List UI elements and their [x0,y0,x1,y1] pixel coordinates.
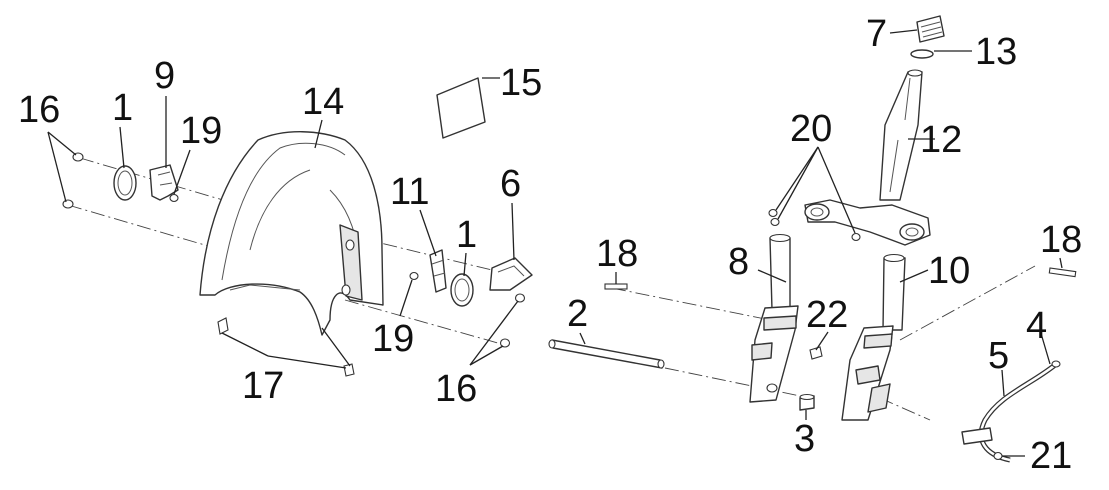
fork-leg-right-10 [841,253,906,421]
callout-22: 22 [806,294,848,336]
callout-5: 5 [988,335,1009,377]
callout-7: 7 [866,13,887,55]
callout-18-left: 18 [596,233,638,275]
bracket-9 [149,164,179,201]
front-fender-14 [199,131,384,336]
reflector-right [450,273,474,307]
fork-leg-left-8 [749,233,799,403]
callout-4: 4 [1026,305,1047,347]
callout-6: 6 [500,163,521,205]
washer-13 [910,49,934,59]
callout-16-right: 16 [435,368,477,410]
callout-1-right: 1 [456,214,477,256]
callout-19-left: 19 [180,110,222,152]
callout-2: 2 [567,293,588,335]
callout-21: 21 [1030,435,1072,477]
callout-20: 20 [790,108,832,150]
callout-17: 17 [242,365,284,407]
nut-19-right [409,271,419,281]
callout-3: 3 [794,418,815,460]
brake-hose-4-5 [961,360,1061,463]
nut-17 [343,363,355,377]
callout-13: 13 [975,31,1017,73]
callout-12: 12 [920,119,962,161]
pin-18-right [1048,267,1077,278]
callout-9: 9 [154,55,175,97]
bracket-6 [489,257,533,291]
clip-22 [809,346,823,360]
callout-8: 8 [728,241,749,283]
steering-stem-12 [879,69,923,201]
bolt-20 [768,208,861,242]
callout-18-right: 18 [1040,219,1082,261]
nut-19-left [169,193,179,203]
spacer-3 [799,393,815,411]
bolt-21 [993,451,1003,461]
pin-18-left [604,283,628,290]
triple-clamp [804,199,931,246]
screw-16-right [499,293,526,348]
callout-16-left: 16 [18,89,60,131]
front-axle-2 [548,339,665,369]
bracket-11 [429,249,447,293]
callout-labels: 16 1 9 19 14 15 11 6 1 19 16 17 2 18 8 2… [18,13,1082,477]
callout-11: 11 [390,171,429,213]
callout-14: 14 [302,81,344,123]
callout-19-right: 19 [372,318,414,360]
reflector-left [113,165,137,201]
label-sticker-15 [436,77,486,139]
cap-nut-7 [916,15,945,43]
callout-1-left: 1 [112,87,133,129]
callout-15: 15 [500,62,542,104]
callout-10: 10 [928,250,970,292]
leader-lines [47,29,1063,457]
